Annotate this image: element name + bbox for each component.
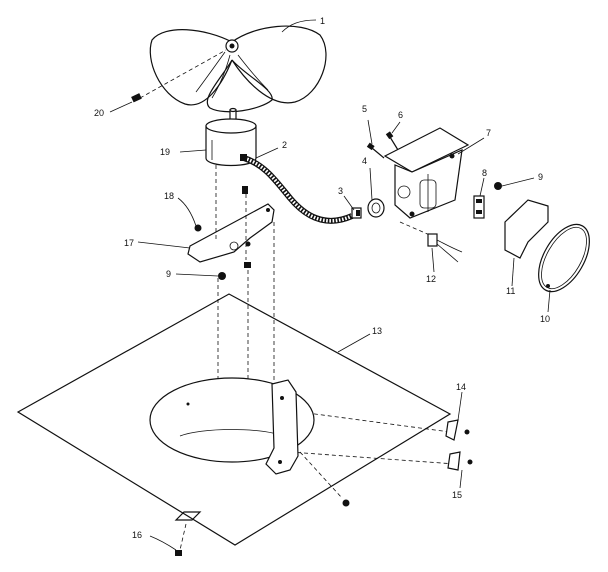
callout-13: 13 [372, 326, 382, 336]
ceiling-panel-part[interactable] [16, 293, 452, 546]
flexible-conduit-part[interactable] [240, 154, 354, 224]
callout-6: 6 [398, 110, 403, 120]
screw-part-16[interactable] [175, 523, 187, 556]
switch-part[interactable] [399, 221, 463, 263]
callout-12: 12 [426, 274, 436, 284]
conduit-connector-part[interactable] [351, 207, 362, 219]
callout-10: 10 [540, 314, 550, 324]
bolt-upper [242, 186, 248, 194]
callout-19: 19 [160, 147, 170, 157]
fan-blade-part[interactable] [149, 25, 327, 113]
nut-part-lower[interactable] [218, 272, 226, 280]
nut-part-18[interactable] [194, 224, 202, 232]
callout-15: 15 [452, 490, 462, 500]
leader-lines [109, 19, 551, 551]
callout-20: 20 [94, 108, 104, 118]
callout-2: 2 [282, 140, 287, 150]
ceiling-bracket-part[interactable] [265, 379, 299, 475]
panel-screw [342, 499, 350, 507]
cover-plate-part[interactable] [528, 216, 600, 300]
callout-7: 7 [486, 128, 491, 138]
bolt-lower [244, 262, 251, 268]
clip-part-15[interactable] [447, 451, 473, 471]
callout-17: 17 [124, 238, 134, 248]
locknut-part[interactable] [367, 198, 385, 218]
clip-part-14[interactable] [445, 419, 470, 441]
junction-box-part[interactable] [383, 127, 470, 219]
callout-11: 11 [506, 286, 515, 296]
nut-part-upper[interactable] [494, 182, 502, 190]
callout-18: 18 [164, 191, 174, 201]
callout-4: 4 [362, 156, 367, 166]
callout-9-upper: 9 [538, 172, 543, 182]
callout-3: 3 [338, 186, 343, 196]
set-screw-part[interactable] [131, 49, 227, 103]
insulator-part[interactable] [504, 199, 549, 259]
callout-16: 16 [132, 530, 142, 540]
screw-part-6[interactable] [385, 131, 399, 151]
callout-5: 5 [362, 104, 367, 114]
receptacle-part[interactable] [473, 195, 485, 219]
callout-8: 8 [482, 168, 487, 178]
mounting-bracket-part[interactable] [187, 203, 275, 263]
callout-9-lower: 9 [166, 269, 171, 279]
callout-14: 14 [456, 382, 466, 392]
screw-part-5[interactable] [366, 142, 385, 159]
callout-labels: 1 2 3 4 5 6 7 8 9 9 10 11 12 13 14 15 16… [94, 16, 550, 540]
callout-1: 1 [320, 16, 325, 26]
